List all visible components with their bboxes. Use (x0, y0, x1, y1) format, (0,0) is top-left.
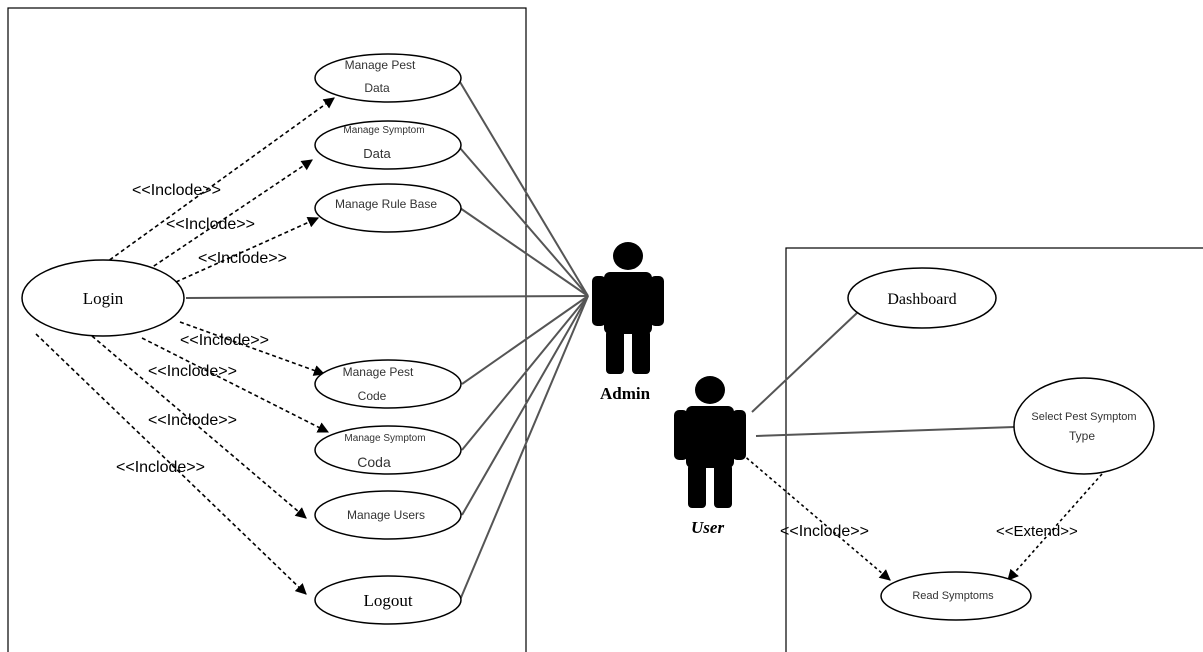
use-case-label: Data (363, 146, 391, 161)
use-case-label: Dashboard (887, 291, 956, 308)
use-case-label: Manage Symptom (344, 433, 425, 444)
use-case-read-symptoms: Read Symptoms (880, 571, 1032, 621)
include-label-2: <<Inclode>> (166, 216, 255, 233)
use-case-logout: Logout (314, 575, 462, 625)
use-case-label: Manage Users (347, 508, 425, 522)
use-case-manage-symptom-data: Manage Symptom Data (314, 120, 462, 170)
use-case-manage-rule-base: Manage Rule Base (314, 183, 462, 233)
use-case-label: Login (83, 289, 124, 308)
use-case-login: Login (21, 259, 185, 337)
use-case-label: Manage Pest (345, 58, 416, 72)
include-label-5: <<Inclode>> (148, 363, 237, 380)
use-case-label: Data (364, 81, 390, 95)
admin-associations (185, 81, 589, 601)
use-case-manage-users: Manage Users (314, 490, 462, 540)
user-system-boundary (785, 247, 1203, 652)
use-case-label: Code (358, 389, 387, 403)
include-relations (35, 97, 335, 595)
use-case-manage-pest-data: Manage Pest Data (314, 53, 462, 103)
user-relations (741, 453, 1103, 581)
user-actor-label: User (691, 518, 724, 537)
use-case-label: Manage Pest (343, 365, 414, 379)
use-case-label: Type (1069, 429, 1095, 443)
extend-label: <<Extend>> (996, 523, 1078, 540)
user-associations (751, 311, 1015, 437)
include-label-3: <<Inclode>> (198, 250, 287, 267)
use-case-label: Select Pest Symptom (1031, 411, 1136, 423)
use-case-label: Coda (357, 454, 391, 470)
include-label-6: <<Inclode>> (148, 412, 237, 429)
admin-actor-icon (592, 242, 664, 374)
use-case-manage-symptom-coda: Manage Symptom Coda (314, 425, 462, 475)
include-label-1: <<Inclode>> (132, 182, 221, 199)
user-actor-icon (674, 376, 746, 508)
use-case-label: Manage Rule Base (335, 197, 437, 211)
use-case-manage-pest-code: Manage Pest Code (314, 359, 462, 409)
include-labels: <<Inclode>> <<Inclode>> <<Inclode>> <<In… (116, 182, 1078, 540)
admin-actor-label: Admin (600, 384, 651, 403)
use-case-select-pest-symptom-type: Select Pest Symptom Type (1013, 377, 1155, 475)
include-label-7: <<Inclode>> (116, 459, 205, 476)
admin-system-boundary (7, 7, 527, 652)
use-case-label: Read Symptoms (912, 590, 994, 602)
include-label-4: <<Inclode>> (180, 332, 269, 349)
use-case-label: Logout (363, 591, 412, 610)
user-include-label: <<Inclode>> (780, 523, 869, 540)
use-case-label: Manage Symptom (343, 125, 424, 136)
use-case-dashboard: Dashboard (847, 267, 997, 329)
